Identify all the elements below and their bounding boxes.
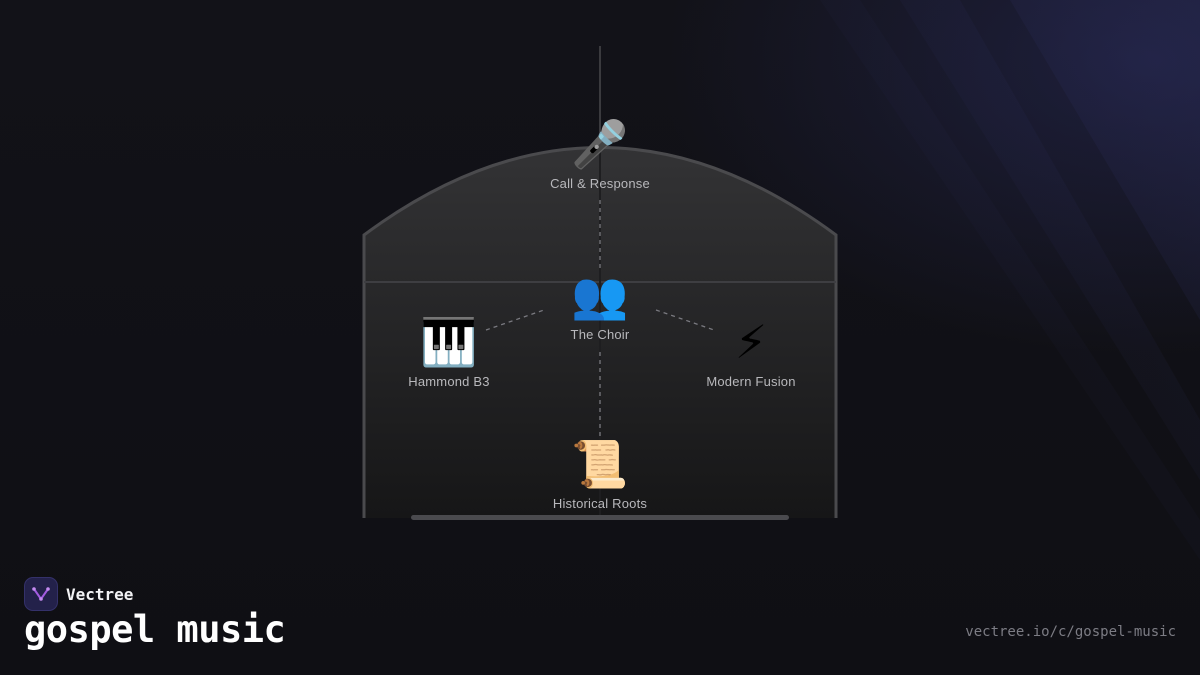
node-label: The Choir (570, 327, 630, 342)
node-label: Historical Roots (552, 496, 648, 511)
page-title: gospel music (24, 608, 286, 651)
arch-base (411, 515, 789, 520)
connector-right (655, 309, 715, 331)
vectree-logo-icon (24, 577, 58, 611)
node-call-response[interactable]: 🎤 Call & Response (510, 116, 690, 191)
brand-name: Vectree (66, 584, 134, 604)
piano-keys-icon: 🎹 (420, 315, 478, 369)
node-label: Call & Response (550, 176, 650, 191)
node-label: Modern Fusion (706, 374, 796, 389)
node-hammond-b3[interactable]: 🎹 Hammond B3 (359, 314, 539, 389)
node-modern-fusion[interactable]: ⚡ Modern Fusion (661, 314, 841, 389)
node-the-choir[interactable]: 👥 The Choir (510, 267, 690, 342)
scroll-icon: 📜 (571, 437, 629, 491)
page-url[interactable]: vectree.io/c/gospel-music (965, 624, 1176, 640)
microphone-icon: 🎤 (571, 117, 629, 171)
node-historical-roots[interactable]: 📜 Historical Roots (510, 436, 690, 511)
people-icon: 👥 (571, 268, 629, 322)
brand[interactable]: Vectree (24, 577, 133, 611)
connector-left (485, 309, 545, 331)
lightning-icon: ⚡ (734, 315, 768, 369)
node-label: Hammond B3 (408, 374, 490, 389)
